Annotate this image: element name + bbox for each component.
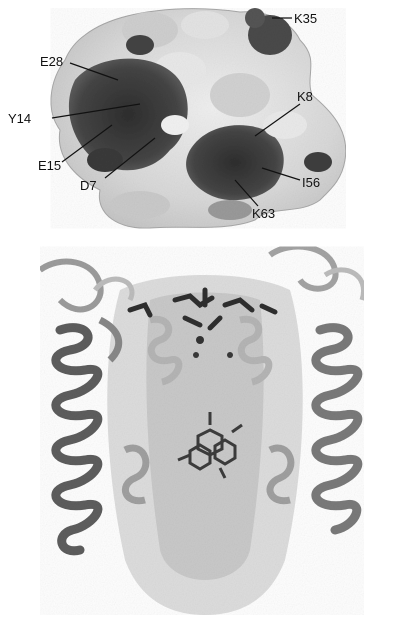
residue-label-e15: E15 <box>38 158 61 173</box>
surface-patch <box>304 152 332 172</box>
surface-bump <box>181 11 229 39</box>
ion-bead <box>193 352 199 358</box>
surface-patch <box>245 8 265 28</box>
residue-label-d7: D7 <box>80 178 97 193</box>
ion-bead <box>196 336 204 344</box>
outer-helix-right <box>316 328 358 530</box>
residue-label-k35: K35 <box>294 11 317 26</box>
residue-label-y14: Y14 <box>8 111 31 126</box>
residue-label-i56: I56 <box>302 175 320 190</box>
surface-patch <box>126 35 154 55</box>
surface-bump <box>208 200 252 220</box>
toxin-surface <box>51 8 346 228</box>
residue-label-k63: K63 <box>252 206 275 221</box>
channel-structure <box>40 247 364 615</box>
turret-loop-left <box>40 262 101 310</box>
surface-bump <box>210 73 270 117</box>
turret-loop-right <box>270 247 336 289</box>
residue-label-k8: K8 <box>297 89 313 104</box>
surface-bump <box>110 191 170 219</box>
surface-bump <box>161 115 189 135</box>
ion-bead <box>227 352 233 358</box>
residue-label-e28: E28 <box>40 54 63 69</box>
outer-helix-left <box>56 328 98 551</box>
